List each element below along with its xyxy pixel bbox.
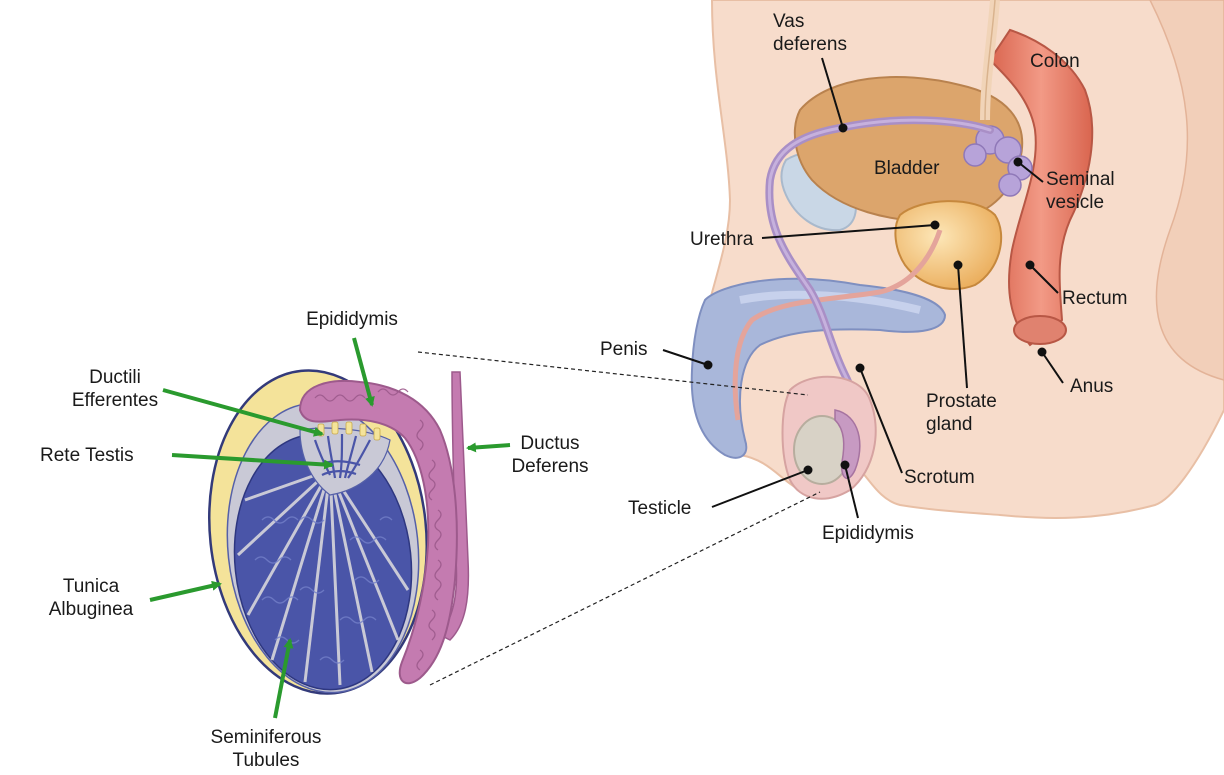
label-seminiferous-tubules: Seminiferous Tubules [196, 726, 336, 772]
label-prostate-gland: Prostate gland [926, 390, 997, 436]
label-colon: Colon [1030, 50, 1080, 73]
label-penis: Penis [600, 338, 648, 361]
label-epididymis-right: Epididymis [822, 522, 914, 545]
label-ductus-deferens: Ductus Deferens [500, 432, 600, 478]
pelvis-illustration [692, 0, 1224, 518]
label-bladder: Bladder [874, 157, 940, 180]
anus [1014, 316, 1066, 344]
label-vas-deferens: Vas deferens [773, 10, 847, 56]
label-epididymis-left: Epididymis [292, 308, 412, 331]
label-rectum: Rectum [1062, 287, 1127, 310]
label-urethra: Urethra [690, 228, 753, 251]
label-scrotum: Scrotum [904, 466, 975, 489]
label-testicle: Testicle [628, 497, 691, 520]
label-anus: Anus [1070, 375, 1113, 398]
label-seminal-vesicle: Seminal vesicle [1046, 168, 1115, 214]
label-rete-testis: Rete Testis [40, 444, 134, 467]
label-tunica-albuginea: Tunica Albuginea [36, 575, 146, 621]
label-ductili-efferentes: Ductili Efferentes [60, 366, 170, 412]
